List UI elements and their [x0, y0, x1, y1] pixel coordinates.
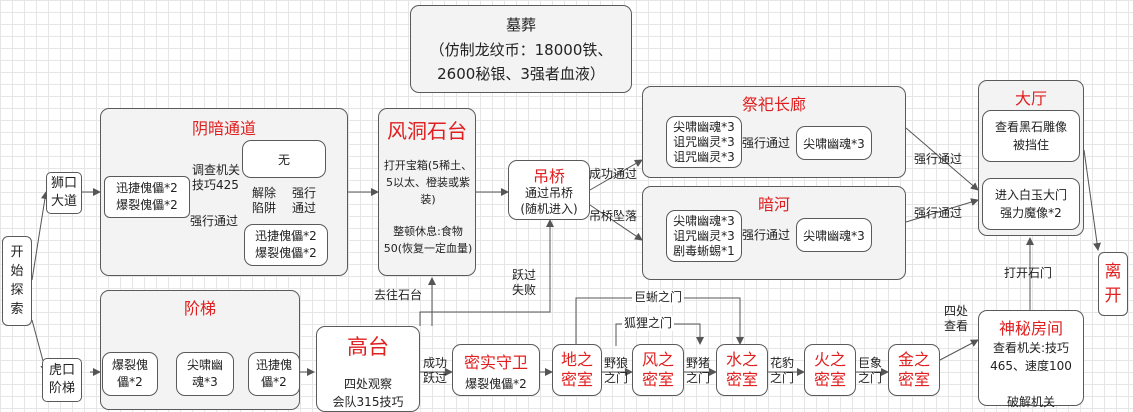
corridor-enemy-2[interactable]: 尖啸幽魂*3 [796, 126, 872, 160]
room-earth[interactable]: 地之 密室 [552, 344, 602, 396]
stairs-enemy-1[interactable]: 爆裂傀 儡*2 [102, 352, 158, 396]
yinan-none-node[interactable]: 无 [242, 140, 326, 178]
success-jump-label: 成功 跃过 [423, 356, 448, 385]
high-observe: 四处观察 [343, 377, 392, 391]
hall-jade-door[interactable]: 进入白玉大门 强力魔像*2 [982, 178, 1080, 230]
shikou-node[interactable]: 狮口 大道 [46, 172, 82, 214]
door-wild-boar: 野猪 之门 [686, 356, 711, 385]
guard-title: 密实守卫 [463, 353, 528, 372]
hall-title: 大厅 [1014, 89, 1047, 108]
yinan-force-label: 强行 通过 [292, 186, 317, 215]
arrow-start-shikou [31, 191, 49, 281]
yinan-investigate-label: 调查机关 技巧425 [192, 163, 241, 192]
success-pass-label: 成功通过 [589, 167, 638, 181]
room-fire[interactable]: 火之 密室 [804, 344, 856, 396]
yinan-title: 阴暗通道 [191, 119, 256, 138]
guard-body: 爆裂傀儡*2 [465, 377, 527, 391]
door-wild-wolf: 野狼 之门 [604, 356, 629, 385]
arrow-bridge-corridor [589, 159, 643, 191]
arrow-hall-leave [1083, 149, 1101, 251]
mystery-node[interactable]: 神秘房间 查看机关:技巧 465、速度100 破解机关 [978, 310, 1084, 409]
wind-rest: 整顿休息:食物 50(恢复一定血量) [383, 225, 473, 255]
leave-node[interactable]: 离 开 [1098, 252, 1128, 316]
stairs-enemy-2[interactable]: 尖啸幽 魂*3 [176, 352, 234, 396]
hukou-node[interactable]: 虎口 阶梯 [42, 358, 82, 402]
corridor-force-label: 强行通过 [742, 136, 791, 150]
arrow-metal-mystery [939, 339, 979, 361]
corridor-title: 祭祀长廊 [741, 95, 806, 114]
force-right-label-2: 强行通过 [914, 206, 963, 220]
tomb-title: 墓葬 [505, 16, 536, 34]
room-water[interactable]: 水之 密室 [716, 344, 768, 396]
tomb-body: （仿制龙纹币：18000铁、 2600秘银、3强者血液） [429, 41, 613, 83]
wind-open-chest: 打开宝箱(5稀土、 5以太、橙装或紫 装) [383, 159, 473, 206]
room-wind[interactable]: 风之 密室 [632, 344, 684, 396]
river-enemies[interactable]: 尖啸幽魂*3 诅咒幽灵*3 剧毒蜥蜴*1 [666, 210, 742, 262]
jump-fail-label: 跃过 失败 [512, 268, 537, 297]
room-metal[interactable]: 金之 密室 [888, 344, 940, 396]
yinan-enemies-b[interactable]: 迅捷傀儡*2 爆裂傀儡*2 [244, 224, 328, 266]
arrow-bridge-river [589, 204, 643, 241]
door-lizard: 巨蜥之门 [632, 290, 685, 305]
door-leopard: 花豹 之门 [770, 356, 795, 385]
arrow-corridor-hall [905, 127, 979, 191]
door-elephant: 巨象 之门 [858, 356, 883, 385]
force-right-label-1: 强行通过 [914, 152, 963, 166]
hall-statue[interactable]: 查看黑石雕像 被挡住 [982, 110, 1080, 162]
look-around-label: 四处 查看 [944, 304, 969, 333]
arrow-river-hall [905, 198, 979, 223]
tomb-node[interactable]: 墓葬 （仿制龙纹币：18000铁、 2600秘银、3强者血液） [410, 5, 632, 93]
river-force-label: 强行通过 [742, 228, 791, 242]
mystery-title: 神秘房间 [998, 319, 1063, 338]
bridge-node[interactable]: 吊桥 通过吊桥 (随机进入) [508, 160, 590, 220]
yinan-disarm-label: 解除 陷阱 [252, 186, 277, 215]
wind-node[interactable]: 风洞石台 打开宝箱(5稀土、 5以太、橙装或紫 装) 整顿休息:食物 50(恢复… [378, 108, 476, 276]
mystery-below: 破解机关 [1006, 395, 1055, 409]
goto-stone-label: 去往石台 [374, 288, 423, 302]
bridge-title: 吊桥 [532, 167, 565, 186]
stairs-enemy-3[interactable]: 迅捷傀 儡*2 [248, 352, 300, 396]
high-cut: 会队315技巧 [332, 395, 404, 409]
wind-title: 风洞石台 [387, 119, 467, 143]
corridor-enemies[interactable]: 尖啸幽魂*3 诅咒幽灵*3 诅咒幽灵*3 [666, 116, 742, 168]
bridge-fall-label: 吊桥坠落 [589, 209, 638, 223]
arrow-high-bridge [419, 219, 554, 326]
door-fox: 狐狸之门 [622, 316, 675, 331]
high-node[interactable]: 高台 四处观察 会队315技巧 [316, 326, 420, 412]
river-enemy-2[interactable]: 尖啸幽魂*3 [796, 218, 872, 252]
bridge-body: 通过吊桥 (随机进入) [520, 186, 578, 216]
yinan-force-pass-label: 强行通过 [190, 214, 239, 228]
open-stone-door-label: 打开石门 [1004, 266, 1053, 280]
river-title: 暗河 [757, 195, 790, 214]
high-title: 高台 [347, 335, 389, 359]
mystery-body: 查看机关:技巧 465、速度100 [990, 341, 1072, 373]
stairs-title: 阶梯 [183, 299, 216, 318]
start-node[interactable]: 开 始 探 索 [2, 236, 32, 326]
yinan-enemies-a[interactable]: 迅捷傀儡*2 爆裂傀儡*2 [104, 176, 190, 218]
guard-node[interactable]: 密实守卫 爆裂傀儡*2 [452, 344, 540, 396]
